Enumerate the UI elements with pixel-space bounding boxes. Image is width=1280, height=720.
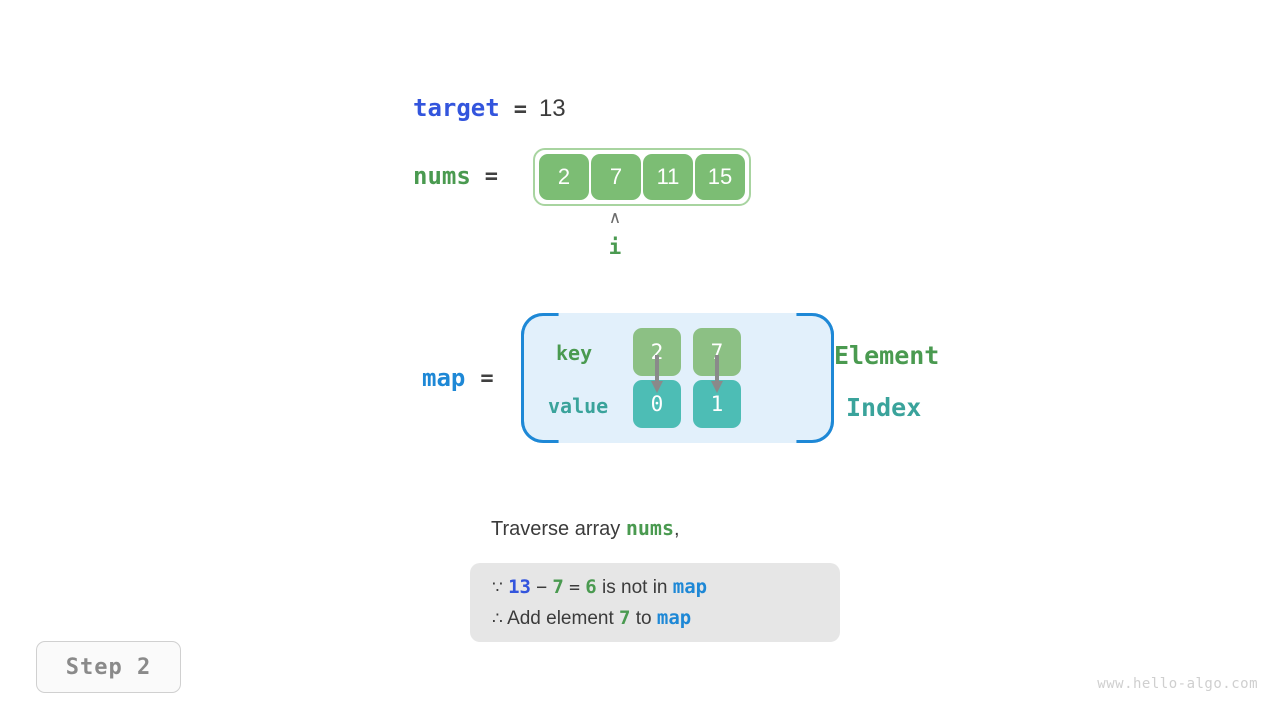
caption-suffix: , bbox=[674, 518, 680, 540]
caption-code-nums: nums bbox=[625, 516, 675, 540]
reason-operand-b: 7 bbox=[552, 576, 564, 598]
array-cell: 7 bbox=[591, 154, 641, 200]
caption-text: Traverse array nums, bbox=[491, 516, 680, 541]
map-variable-name: map bbox=[422, 364, 466, 392]
because-symbol: ∵ bbox=[492, 578, 503, 597]
array-cell: 15 bbox=[695, 154, 745, 200]
reason-equals-operator: = bbox=[569, 577, 580, 598]
map-value-cell: 0 bbox=[633, 380, 681, 428]
therefore-symbol: ∴ bbox=[492, 609, 503, 628]
key-to-value-arrow-icon bbox=[711, 355, 723, 393]
watermark-text: www.hello-algo.com bbox=[1097, 676, 1258, 692]
reason-line1-text: is not in bbox=[602, 577, 668, 598]
map-side-label-index: Index bbox=[846, 393, 922, 422]
reason-line2-map-ref: map bbox=[656, 607, 692, 629]
target-equals-sign: = bbox=[513, 97, 527, 122]
nums-array-container: 2 7 11 15 bbox=[533, 148, 751, 206]
target-value: 13 bbox=[538, 95, 566, 122]
array-cell: 11 bbox=[643, 154, 693, 200]
reasoning-box: ∵ 13 − 7 = 6 is not in map ∴ Add element… bbox=[470, 563, 840, 642]
nums-variable-name: nums bbox=[413, 162, 471, 190]
map-key-row-label: key bbox=[556, 341, 593, 365]
nums-row: nums = bbox=[413, 160, 498, 192]
reason-line2-text-before: Add element bbox=[507, 608, 614, 629]
key-to-value-arrow-icon bbox=[651, 355, 663, 393]
caption-prefix: Traverse array bbox=[491, 518, 626, 540]
reasoning-line-1: ∵ 13 − 7 = 6 is not in map bbox=[492, 572, 820, 603]
map-label-row: map = bbox=[422, 364, 494, 392]
reason-line2-text-middle: to bbox=[635, 608, 652, 629]
reason-minus-operator: − bbox=[536, 577, 548, 598]
map-side-label-element: Element bbox=[834, 341, 940, 370]
target-row: target = 13 bbox=[413, 94, 566, 128]
index-pointer-caret-icon: ∧ bbox=[608, 208, 622, 228]
map-equals-sign: = bbox=[480, 365, 494, 391]
nums-equals-sign: = bbox=[484, 163, 499, 189]
reasoning-line-2: ∴ Add element 7 to map bbox=[492, 603, 820, 634]
target-variable-name: target bbox=[413, 94, 500, 122]
index-pointer-label: i bbox=[608, 235, 622, 259]
reason-line1-map-ref: map bbox=[672, 576, 708, 598]
reason-result: 6 bbox=[585, 576, 597, 598]
step-badge: Step 2 bbox=[36, 641, 181, 693]
map-value-row-label: value bbox=[548, 394, 609, 418]
array-cell: 2 bbox=[539, 154, 589, 200]
reason-line2-element: 7 bbox=[619, 607, 631, 629]
reason-operand-a: 13 bbox=[508, 576, 531, 598]
